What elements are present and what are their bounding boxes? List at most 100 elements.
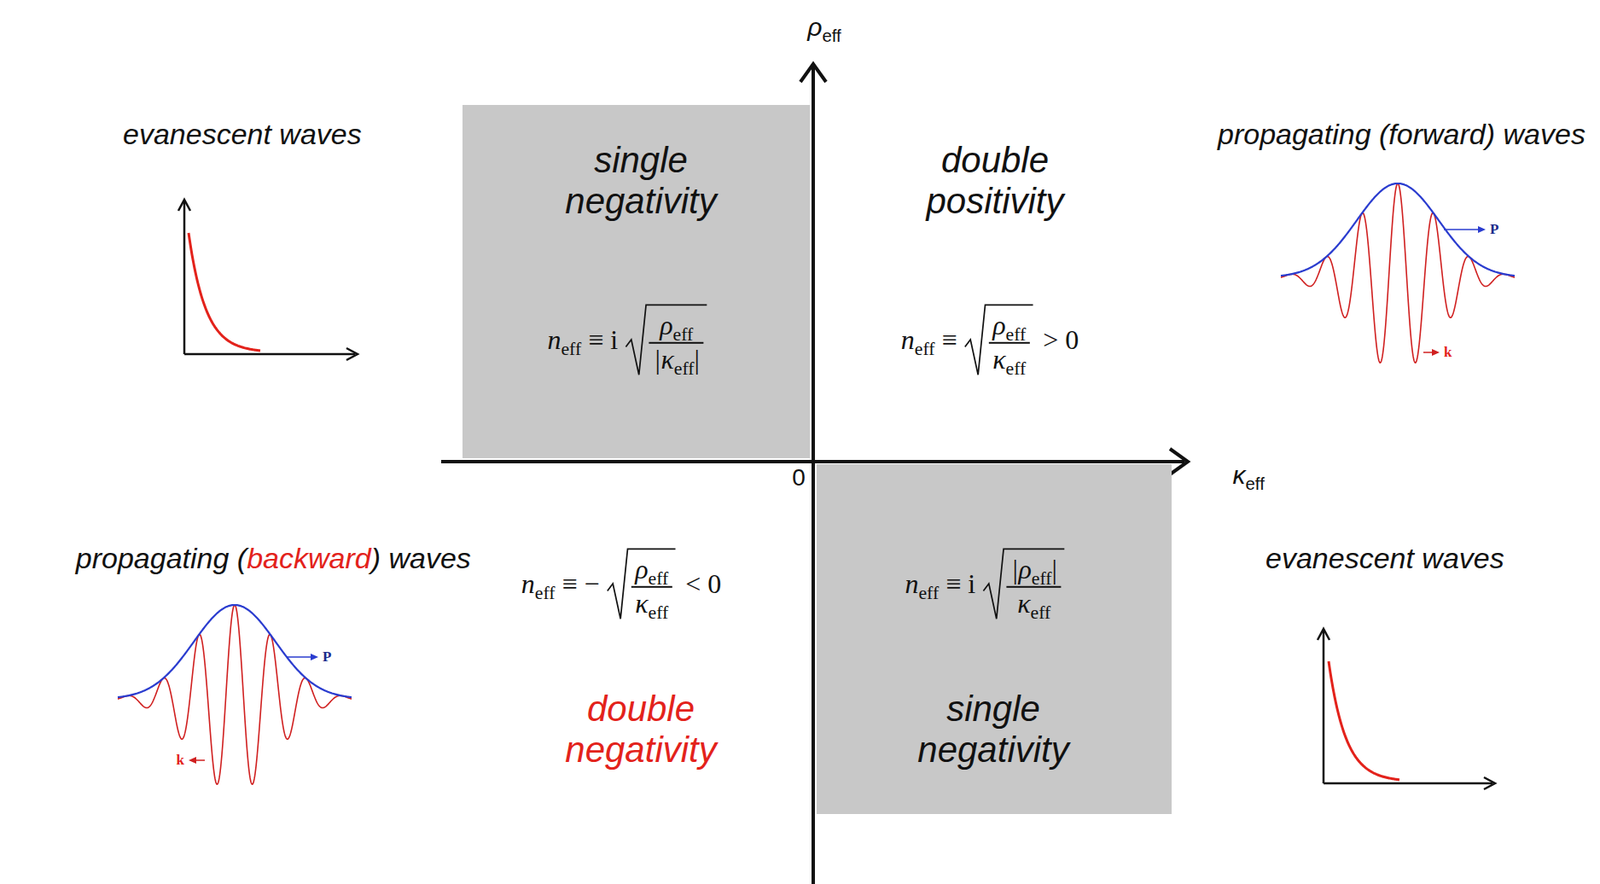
formula-text: eff xyxy=(914,337,936,359)
formula: neff≡ i|ρeff|κeff xyxy=(904,547,1065,620)
fraction: ρeffκeff xyxy=(630,555,673,619)
small-axis-arrow xyxy=(1483,777,1496,790)
quadrant-box: single negativityneff≡ iρeff|κeff| xyxy=(462,104,810,459)
formula-text: ≡ − xyxy=(562,568,600,600)
formula-text-group: κeff xyxy=(1012,589,1055,619)
formula-text-group: ρeff xyxy=(988,311,1030,341)
vector-label: k xyxy=(176,751,185,769)
formula-text: n xyxy=(901,324,915,355)
formula-text: κ xyxy=(1017,587,1030,619)
formula: neff≡ −ρeffκeff< 0 xyxy=(521,547,728,620)
formula-text: eff xyxy=(1030,602,1052,623)
small-axis-arrow xyxy=(178,199,191,211)
formula-text-group: neff≡ i xyxy=(546,324,625,356)
formula-text-group: |ρeff| xyxy=(1006,555,1062,585)
axis-label: eff xyxy=(821,26,841,46)
formula-text: ≡ i xyxy=(587,324,618,355)
formula-text-group: > 0 xyxy=(1035,324,1086,356)
wave-envelope xyxy=(117,605,352,698)
formula-text: > 0 xyxy=(1042,324,1079,355)
small-axis xyxy=(183,201,187,355)
evanescent-curve xyxy=(188,232,261,351)
formula-text: eff xyxy=(648,568,670,589)
wave-caption: evanescent waves xyxy=(122,117,362,152)
small-axis-arrow xyxy=(346,348,358,361)
formula-text-group: κeff xyxy=(988,345,1030,375)
formula-text: eff xyxy=(648,602,670,623)
formula-text-group: neff ≡ − xyxy=(521,568,607,600)
poynting-arrow xyxy=(286,656,313,658)
axis-label: κ xyxy=(1233,460,1246,489)
axis-label: eff xyxy=(1245,474,1265,494)
wave-caption-group: propagating (backward) waves xyxy=(75,541,472,576)
wave-caption: evanescent waves xyxy=(1265,541,1505,576)
vector-label: k xyxy=(1443,343,1452,361)
small-axis xyxy=(1322,630,1326,784)
formula-text: | xyxy=(694,343,700,375)
evanescent-curve xyxy=(1328,661,1400,780)
formula-text: eff xyxy=(673,324,694,345)
square-root: ρeffκeff xyxy=(965,303,1034,376)
wave-envelope xyxy=(1280,183,1515,276)
wave-caption: ) waves xyxy=(371,541,472,575)
formula-text-group: neff≡ i xyxy=(904,568,983,600)
formula-text: |ρ xyxy=(1011,553,1032,585)
formula: neff≡ iρeff|κeff| xyxy=(546,303,707,376)
radical-stroke xyxy=(626,304,708,375)
axis-label: ρ xyxy=(807,12,822,41)
formula-text-group: |κeff| xyxy=(649,345,704,375)
origin-label: 0 xyxy=(791,464,806,492)
formula-text-group: κeff xyxy=(630,589,673,619)
rho-axis-arrow xyxy=(800,64,827,82)
wave-caption: propagating (forward) waves xyxy=(1217,117,1586,152)
wave-caption: backward xyxy=(246,541,372,575)
wave-carrier xyxy=(1280,183,1515,363)
formula-text: κ xyxy=(634,587,648,619)
formula-text: eff xyxy=(674,358,695,379)
formula-text: ρ xyxy=(659,309,673,341)
quadrant-name: double positivity xyxy=(884,139,1106,223)
formula-text: eff xyxy=(918,581,939,603)
formula-text: |κ xyxy=(653,343,675,375)
poynting-arrowhead xyxy=(310,653,319,661)
quadrant-name: single negativity xyxy=(882,688,1105,772)
formula-text: κ xyxy=(992,343,1006,375)
formula-text: eff xyxy=(535,581,556,603)
poynting-arrowhead xyxy=(1477,226,1486,233)
formula-text: eff xyxy=(1031,568,1053,589)
wave-caption: propagating ( xyxy=(75,541,247,575)
wavevector-arrowhead xyxy=(1431,349,1440,356)
poynting-arrow xyxy=(1443,228,1480,231)
square-root: ρeff|κeff| xyxy=(626,303,708,376)
square-root: ρeffκeff xyxy=(607,547,676,620)
formula-text: ≡ xyxy=(942,324,958,355)
formula-text: n xyxy=(904,568,919,600)
fraction: ρeff κeff xyxy=(988,311,1030,375)
vector-label: P xyxy=(1489,221,1499,239)
formula-text: | xyxy=(1052,553,1058,585)
formula: neff≡ρeffκeff> 0 xyxy=(901,303,1086,376)
wavevector-arrowhead xyxy=(188,756,197,764)
wave-carrier xyxy=(117,605,352,785)
formula-text: ρ xyxy=(634,553,648,585)
radical-stroke xyxy=(983,548,1065,619)
small-axis-arrow xyxy=(1317,628,1330,640)
axis-label-group: ρeff xyxy=(807,12,842,42)
formula-text: ρ xyxy=(992,309,1006,341)
formula-text-group: ρeff xyxy=(630,555,673,585)
quadrant-box: neff≡ i|ρeff|κeffsingle negativity xyxy=(816,464,1172,815)
fraction: ρeff|κeff| xyxy=(649,311,704,375)
kappa-axis xyxy=(441,459,1185,464)
quadrant-name: single negativity xyxy=(529,139,752,223)
square-root: |ρeff|κeff xyxy=(983,547,1065,620)
vector-label: P xyxy=(322,648,332,666)
fraction: |ρeff|κeff xyxy=(1006,555,1062,619)
formula-text-group: < 0 xyxy=(678,568,728,600)
formula-text: n xyxy=(546,324,561,355)
formula-text: n xyxy=(521,568,536,600)
formula-text: < 0 xyxy=(685,568,722,600)
formula-text: eff xyxy=(1006,358,1027,379)
formula-text-group: ρeff xyxy=(655,311,698,341)
formula-text: eff xyxy=(560,337,582,359)
